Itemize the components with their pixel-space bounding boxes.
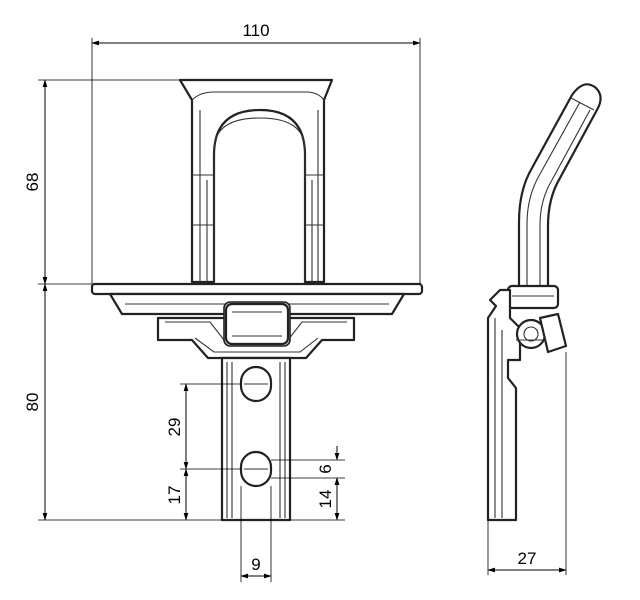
- handle-loop: [178, 78, 334, 284]
- side-body: [486, 288, 522, 522]
- front-view: [90, 78, 424, 522]
- stem: [220, 356, 292, 522]
- dim-68-label: 68: [23, 173, 42, 192]
- dimension-top-width: 110: [91, 21, 421, 284]
- side-handle: [517, 83, 602, 290]
- dimension-slot-width: 9: [240, 486, 272, 582]
- dimension-slot-offset: 14: [290, 477, 345, 521]
- dimension-slot-spacing: 29: [165, 383, 241, 470]
- dim-110-label: 110: [242, 21, 269, 40]
- dimension-side-width: 27: [487, 352, 567, 575]
- dimension-bottom-offset: 17: [165, 468, 189, 521]
- dim-29-label: 29: [165, 418, 184, 437]
- dim-17-label: 17: [165, 486, 184, 505]
- latch-body: [156, 301, 356, 360]
- dim-6-label: 6: [316, 464, 335, 473]
- side-view: [486, 83, 602, 522]
- dimension-lower-height: 80: [23, 283, 222, 521]
- dimension-upper-height: 68: [23, 79, 180, 285]
- dim-80-label: 80: [23, 393, 42, 412]
- dim-14-label: 14: [316, 490, 335, 509]
- side-collar: [506, 284, 560, 310]
- dim-9-label: 9: [251, 555, 260, 574]
- dim-27-label: 27: [518, 549, 537, 568]
